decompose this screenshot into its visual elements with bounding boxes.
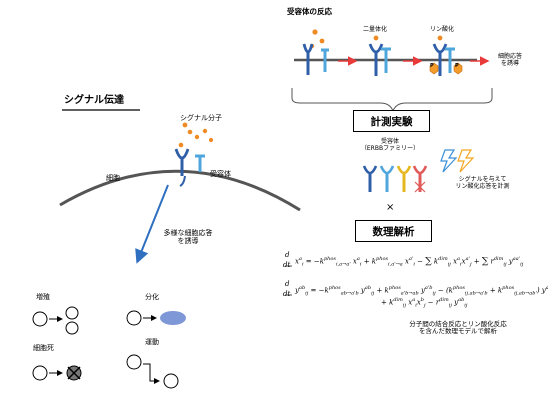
measurement-box: 計測実験	[353, 110, 430, 132]
top-reaction-title: 受容体の反応	[287, 7, 332, 16]
phosphorylation-label: リン酸化	[430, 26, 455, 33]
cell-response-label: 細胞応答 を誘導	[490, 53, 530, 68]
erbb-family-label: 受容体 （ERBBファミリー）	[345, 138, 435, 153]
signal-molecule-label: シグナル分子	[180, 114, 222, 122]
equation-fraction-bars	[285, 265, 292, 296]
dimerization-label: 二量体化	[363, 26, 388, 33]
lightning-icon	[440, 149, 475, 173]
erbb-receptors	[362, 165, 428, 193]
analysis-box: 数理解析	[355, 220, 432, 242]
cell-death-label: 細胞死	[33, 344, 54, 352]
model-caption: 分子間の結合反応とリン酸化反応 を含んだ数理モデルで解析	[388, 320, 528, 336]
model-caption-line-1: 分子間の結合反応とリン酸化反応	[409, 320, 507, 328]
cell-label: 細胞	[106, 174, 120, 182]
phospho-marker-left: P	[430, 63, 434, 69]
receptor-label: 受容体	[210, 170, 231, 178]
outcome-migration	[126, 354, 179, 389]
cell-response-line-2: を誘導	[500, 59, 519, 67]
cell-membrane-arc	[59, 169, 301, 212]
model-caption-line-2: を含んだ数理モデルで解析	[419, 327, 497, 336]
phospho-marker-right: P	[455, 63, 459, 69]
receptor-phosphorylated	[429, 35, 463, 76]
receptor-pair-unbound	[302, 43, 329, 75]
migration-label: 運動	[145, 338, 159, 346]
top-brace	[291, 88, 493, 113]
differentiation-label: 分化	[145, 293, 159, 301]
times-symbol: ×	[386, 202, 395, 213]
signaling-title: シグナル伝達	[64, 95, 124, 106]
proliferation-label: 増殖	[36, 293, 50, 301]
outcome-differentiation	[126, 310, 186, 326]
diverse-response-line-2: を誘導	[177, 237, 199, 246]
response-arrow	[135, 184, 169, 264]
ligand-dots-left	[182, 122, 214, 143]
stimulus-line-2: リン酸化応答を計測	[455, 182, 510, 190]
stimulus-line-1: シグナルを与えて	[458, 176, 507, 183]
stimulus-label: シグナルを与えて リン酸化応答を計測	[440, 176, 525, 191]
outcome-cell-death	[32, 365, 82, 381]
diverse-response-line-1: 多様な細胞応答	[163, 229, 213, 237]
outcome-proliferation	[32, 306, 79, 335]
cell-response-line-1: 細胞応答	[497, 53, 522, 60]
diverse-response-label: 多様な細胞応答 を誘導	[158, 229, 218, 245]
erbb-family-line-1: 受容体	[380, 138, 399, 145]
membrane-receptors	[174, 142, 205, 187]
erbb-family-line-2: （ERBBファミリー）	[360, 144, 420, 152]
receptor-dimer	[368, 35, 391, 76]
